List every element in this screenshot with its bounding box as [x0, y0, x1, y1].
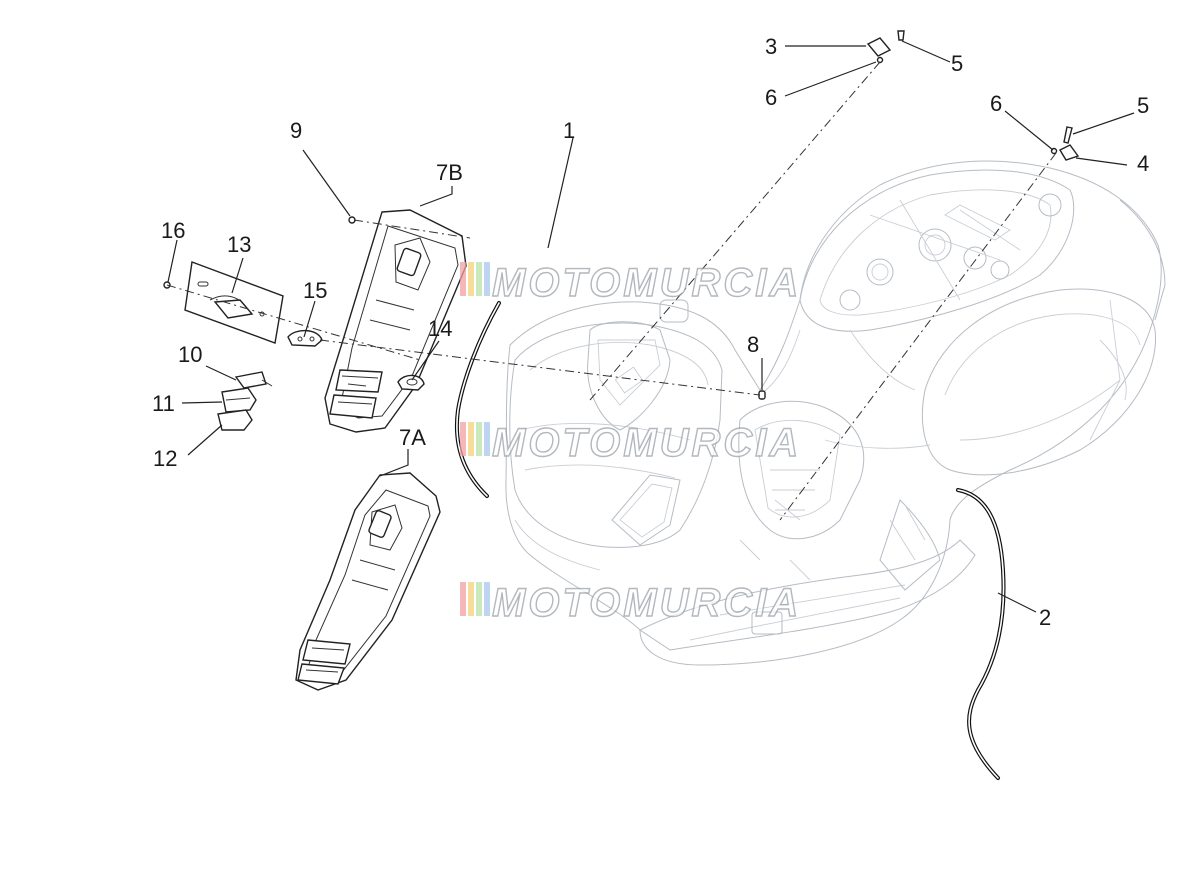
callout-6-top: 6 [765, 85, 777, 110]
leader-lines [167, 40, 1135, 613]
assembly-axis-lines [166, 61, 1057, 521]
watermark-text: MOTOMURCIA [492, 581, 801, 625]
watermark-top: MOTOMURCIA [460, 260, 801, 306]
watermark-stripe [460, 422, 466, 456]
watermark-stripe [484, 422, 490, 456]
callout-8: 8 [747, 332, 759, 357]
grommet-14-part [397, 374, 425, 391]
floor-edge-seal-part [956, 488, 1006, 780]
callout-7b: 7B [436, 160, 463, 185]
callout-13: 13 [227, 232, 251, 257]
watermark-stripe [468, 262, 474, 296]
callout-14: 14 [428, 316, 452, 341]
callout-5-top: 5 [951, 51, 963, 76]
bracket-15-part [287, 329, 323, 347]
clip-11-part [221, 387, 257, 413]
callout-10: 10 [178, 342, 202, 367]
callout-3: 3 [765, 34, 777, 59]
watermark-text: MOTOMURCIA [492, 261, 801, 305]
callout-16: 16 [161, 218, 185, 243]
callout-2: 2 [1039, 605, 1051, 630]
watermark-stripe [484, 262, 490, 296]
callout-11: 11 [152, 391, 175, 416]
clip-12-part [217, 409, 253, 431]
scooter-body-frame [505, 160, 1166, 666]
callout-6-right: 6 [990, 91, 1002, 116]
horn-cover-7b-part [324, 209, 467, 433]
callout-1: 1 [563, 118, 575, 143]
watermark-stripe [460, 262, 466, 296]
watermark-stripe [484, 582, 490, 616]
callout-9: 9 [290, 118, 302, 143]
watermark-stripe [476, 582, 482, 616]
callout-15: 15 [303, 278, 327, 303]
horn-cover-7a-part [295, 472, 441, 691]
watermark-text: MOTOMURCIA [492, 421, 801, 465]
callout-12: 12 [153, 446, 177, 471]
callout-5-right: 5 [1137, 93, 1149, 118]
cover-plate-13-part [184, 261, 284, 344]
watermark-stripe [468, 422, 474, 456]
watermark-stripe [468, 582, 474, 616]
callout-4: 4 [1137, 151, 1149, 176]
front-shield-seal-part [454, 301, 501, 498]
watermark-bottom: MOTOMURCIA [460, 580, 801, 626]
callout-7a: 7A [399, 425, 426, 450]
hinge-4-part [1050, 126, 1080, 161]
watermark-stripe [460, 582, 466, 616]
hinge-3-part [866, 30, 905, 64]
callout-labels: 1 2 3 4 5 5 6 6 7A 7B 8 9 10 11 12 13 14… [152, 34, 1149, 630]
clip-10-part [234, 371, 273, 389]
watermark-middle: MOTOMURCIA [460, 420, 801, 466]
watermark-stripe [476, 262, 482, 296]
watermark-stripe [476, 422, 482, 456]
